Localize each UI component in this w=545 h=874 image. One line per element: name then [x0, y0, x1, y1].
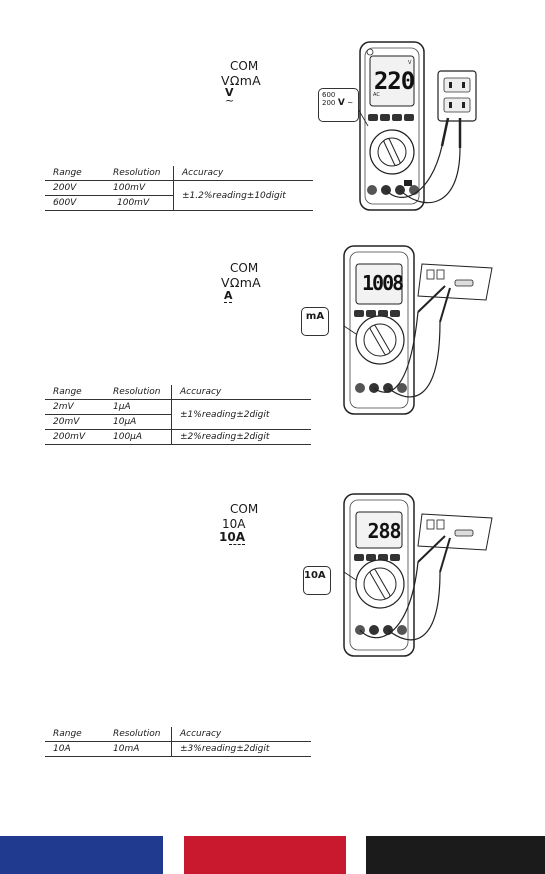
function-symbol: 10A [219, 532, 245, 546]
lcd-reading: 1008 [362, 272, 402, 294]
svg-text:V: V [408, 60, 412, 66]
spec-table-dc-current: Range Resolution Accuracy 2mV 1μA ±1%rea… [45, 385, 311, 445]
lcd-reading: 220 [372, 68, 416, 94]
function-symbol: A [224, 290, 233, 304]
table-header: Resolution [105, 166, 174, 181]
footer-bar-red [184, 836, 346, 874]
range-badge: 10A [303, 566, 331, 595]
input-terminal-label: VΩmA [221, 276, 261, 289]
table-header: Resolution [105, 385, 172, 400]
com-terminal-label: COM [230, 503, 258, 516]
table-row: 200mV 100μA ±2%reading±2digit [45, 430, 311, 445]
multimeter-illustration [300, 240, 500, 420]
table-row: 10A 10mA ±3%reading±2digit [45, 742, 311, 757]
lcd-reading: 288 [364, 520, 404, 542]
com-terminal-label: COM [230, 262, 258, 275]
range-badge: 600 200 V ~ [318, 88, 359, 122]
footer-bar-blue [0, 836, 163, 874]
test-probe-icon [442, 118, 448, 146]
table-header: Accuracy [172, 385, 312, 400]
spec-table-10a: Range Resolution Accuracy 10A 10mA ±3%re… [45, 727, 311, 757]
table-header: Accuracy [174, 166, 314, 181]
com-terminal-label: COM [230, 60, 258, 73]
function-symbol: V ~ [225, 87, 234, 106]
table-header: Accuracy [172, 727, 312, 742]
footer-bar-black [366, 836, 545, 874]
spec-table-ac-voltage: Range Resolution Accuracy 200V 100mV ±1.… [45, 166, 313, 211]
table-row: 2mV 1μA ±1%reading±2digit [45, 400, 311, 415]
table-header: Range [45, 385, 105, 400]
table-header: Resolution [105, 727, 172, 742]
range-badge: mA [301, 307, 329, 336]
multimeter-illustration: V AC [310, 38, 520, 218]
table-header: Range [45, 166, 105, 181]
table-row: 200V 100mV ±1.2%reading±10digit [45, 181, 313, 196]
table-header: Range [45, 727, 105, 742]
